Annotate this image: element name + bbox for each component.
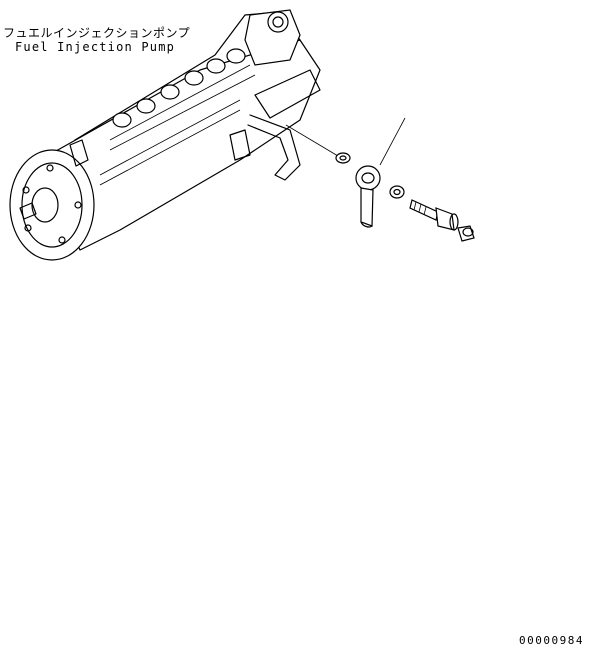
plug [457, 225, 475, 242]
part-label-english: Fuel Injection Pump [15, 40, 176, 54]
fuel-injection-pump [9, 9, 321, 261]
gasket-washer [389, 185, 405, 199]
gasket-washer [335, 152, 351, 164]
banjo-bolt [409, 199, 459, 231]
leader-line [379, 117, 406, 166]
leader-line [285, 124, 339, 157]
part-label-japanese: フュエルインジェクションポンプ [3, 26, 191, 40]
banjo-fitting [355, 165, 381, 228]
drawing-number: 00000984 [519, 634, 584, 647]
plunger-barrels [99, 48, 256, 186]
